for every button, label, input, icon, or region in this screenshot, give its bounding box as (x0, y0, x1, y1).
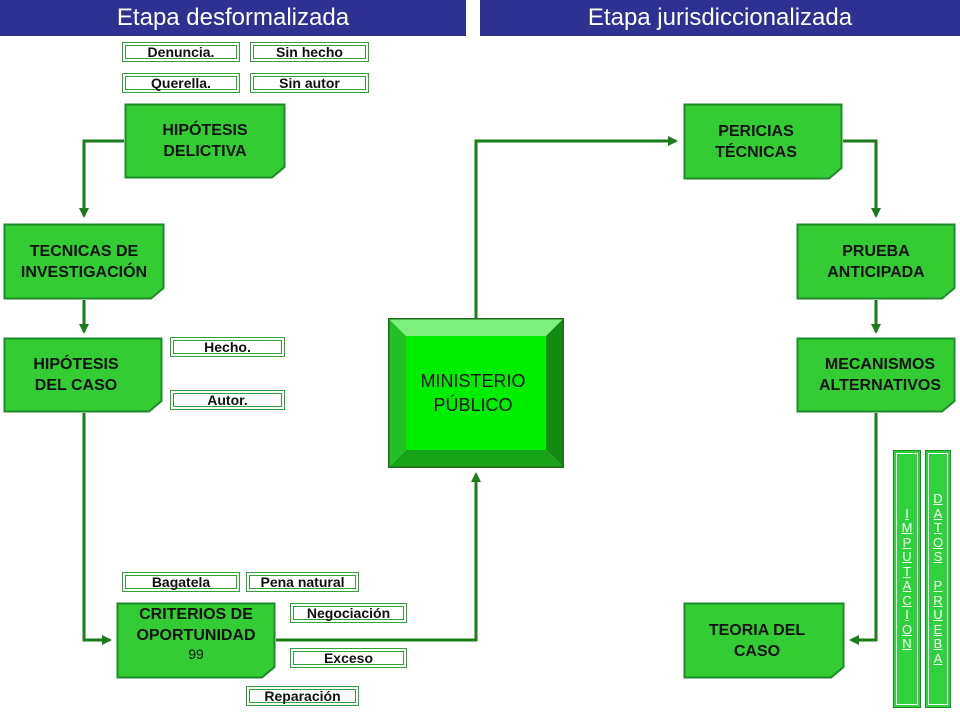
arrow-hipotesis-caso-to-criterios (82, 413, 112, 645)
arrow-hipotesis-delictiva-to-tecnicas (79, 139, 124, 218)
tag-sin-hecho: Sin hecho (250, 42, 369, 62)
node-criterios-oportunidad: CRITERIOS DE OPORTUNIDAD 99 (116, 602, 276, 679)
arrow-criterios-to-ministerio (276, 472, 481, 642)
arrow-mecanismos-to-teoria (849, 413, 878, 645)
tag-sin-autor: Sin autor (250, 73, 369, 93)
tag-bagatela: Bagatela (122, 572, 240, 592)
tag-denuncia: Denuncia. (122, 42, 240, 62)
tag-negociacion: Negociación (290, 603, 407, 623)
tag-autor: Autor. (170, 390, 285, 410)
header-etapa-jurisdiccionalizada: Etapa jurisdiccionalizada (480, 0, 960, 36)
tag-hecho: Hecho. (170, 337, 285, 357)
tag-pena-natural: Pena natural (246, 572, 359, 592)
arrow-ministerio-to-pericias (474, 136, 678, 318)
tag-querella: Querella. (122, 73, 240, 93)
header-etapa-desformalizada: Etapa desformalizada (0, 0, 466, 36)
tag-exceso: Exceso (290, 648, 407, 668)
criterios-number: 99 (188, 646, 204, 662)
arrow-pericias-to-prueba (843, 139, 881, 218)
tag-reparacion: Reparación (246, 686, 359, 706)
